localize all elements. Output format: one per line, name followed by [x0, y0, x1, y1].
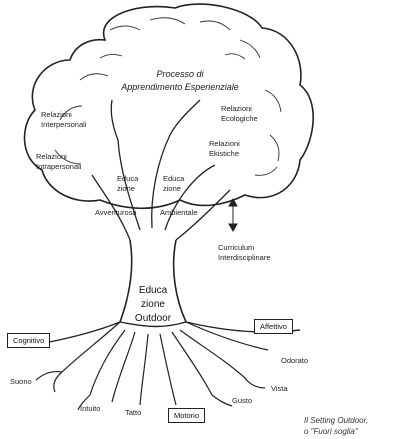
label-educazione-mid: Educa zione: [163, 174, 184, 194]
label-relazioni-ecologiche: Relazioni Ecologiche: [221, 104, 258, 124]
caption: Il Setting Outdoor, o "Fuori soglia": [304, 415, 368, 437]
root-label-gusto: Gusto: [232, 396, 252, 406]
box-motorio: Motorio: [168, 408, 205, 423]
root-label-tatto: Tatto: [125, 408, 141, 418]
label-educazione-left: Educa zione: [117, 174, 138, 194]
title-line-1: Processo di: [95, 68, 265, 81]
title-line-2: Apprendimento Esperienziale: [95, 81, 265, 94]
label-relazioni-interpersonali: Relazioni Interpersonali: [41, 110, 86, 130]
label-relazioni-intrapersonali: Relazioni Intrapersonali: [36, 152, 81, 172]
root-label-odorato: Odorato: [281, 356, 308, 366]
label-avventurosa: Avventurosa: [95, 208, 137, 218]
double-arrow-icon: [229, 199, 237, 231]
label-relazioni-ekistiche: Relazioni Ekistiche: [209, 139, 240, 159]
box-affettivo: Affettivo: [254, 319, 293, 334]
label-curriculum: Curriculum Interdisciplinare: [218, 243, 271, 263]
root-label-intuito: Intuito: [80, 404, 100, 414]
trunk-label: Educa zione Outdoor: [128, 284, 178, 326]
root-label-suono: Suono: [10, 377, 32, 387]
root-label-vista: Vista: [271, 384, 288, 394]
label-ambientale: Ambientale: [160, 208, 198, 218]
diagram-title: Processo di Apprendimento Esperienziale: [95, 68, 265, 94]
tree-branches: [92, 100, 230, 240]
box-cognitivo: Cognitivo: [7, 333, 50, 348]
